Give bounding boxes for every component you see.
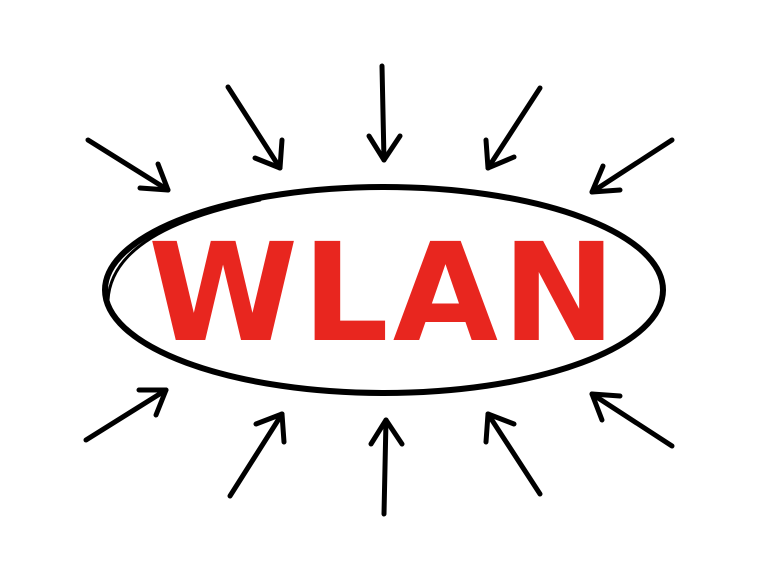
arrows-top [85,63,675,195]
arrow-icon [483,411,543,497]
concept-word: WLAN [148,215,620,373]
arrow-icon [589,137,675,195]
arrows-bottom [83,387,675,517]
arrow-icon [366,63,403,163]
arrow-icon [589,391,675,449]
arrow-icon [225,84,285,171]
arrow-icon [83,387,169,443]
hand-drawn-ellipse-icon [102,184,666,396]
arrow-icon [483,85,543,171]
arrow-icon [368,417,405,517]
arrow-icon [227,411,287,499]
arrow-icon [85,137,171,193]
